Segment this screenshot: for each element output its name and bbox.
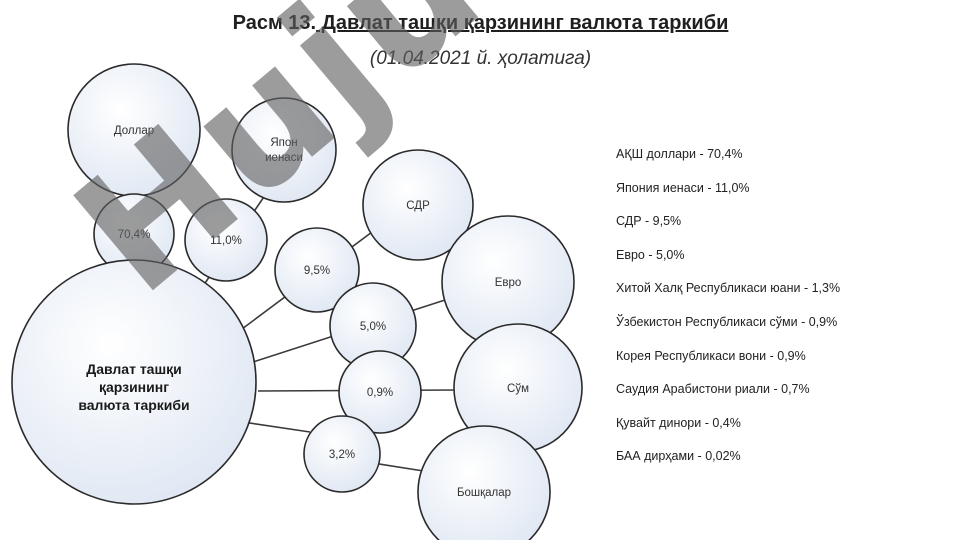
legend-item: СДР - 9,5%	[616, 214, 682, 229]
label-yen-line1: Япон	[270, 137, 297, 149]
bubble-pct-sdr	[274, 227, 360, 313]
label-other: Бошқалар	[457, 487, 511, 499]
legend-item: Япония иенаси - 11,0%	[616, 180, 750, 195]
connector-other-node	[372, 462, 431, 473]
label-yen-line2: иенаси	[265, 152, 303, 164]
bubble-pct-yen	[184, 198, 268, 282]
label-pct-sum: 0,9%	[367, 387, 393, 399]
legend-item: Корея Республикаси вони - 0,9%	[616, 348, 806, 363]
label-main-line3: валюта таркиби	[78, 397, 189, 413]
label-pct-sdr: 9,5%	[304, 265, 330, 277]
label-sum: Сўм	[507, 383, 529, 395]
legend-item: Қувайт динори - 0,4%	[616, 415, 741, 430]
bubble-pct-other	[303, 415, 381, 493]
bubble-yen	[231, 97, 337, 203]
label-main-line2: қарзининг	[99, 379, 169, 395]
label-dollar: Доллар	[114, 125, 154, 137]
bubble-main	[11, 259, 257, 505]
legend-item: Саудия Арабистони риали - 0,7%	[616, 382, 810, 397]
label-sdr: СДР	[406, 200, 430, 212]
label-pct-other: 3,2%	[329, 449, 355, 461]
label-main-line1: Давлат ташқи	[86, 361, 182, 377]
legend-item: Ўзбекистон Республикаси сўми - 0,9%	[616, 314, 838, 329]
figure-number: Расм 13.	[232, 12, 317, 34]
figure-title-text: Давлат ташқи қарзининг валюта таркиби	[316, 12, 729, 34]
legend-list: АҚШ доллари - 70,4% Япония иенаси - 11,0…	[616, 144, 840, 480]
label-pct-euro: 5,0%	[360, 321, 386, 333]
bubble-pct-sum	[338, 350, 422, 434]
figure-title: Расм 13. Давлат ташқи қарзининг валюта т…	[0, 12, 961, 35]
label-euro: Евро	[495, 277, 522, 289]
legend-item: АҚШ доллари - 70,4%	[616, 147, 743, 161]
legend-item: Хитой Халқ Республикаси юани - 1,3%	[616, 281, 841, 296]
bubble-sdr	[362, 149, 474, 261]
figure-subtitle: (01.04.2021 й. ҳолатига)	[369, 48, 592, 69]
legend-item: Евро - 5,0%	[616, 247, 685, 262]
label-pct-dollar: 70,4%	[118, 229, 151, 241]
legend-item: БАА дирҳами - 0,02%	[616, 449, 741, 464]
label-pct-yen: 11,0%	[210, 235, 242, 247]
bubble-other	[417, 425, 551, 540]
